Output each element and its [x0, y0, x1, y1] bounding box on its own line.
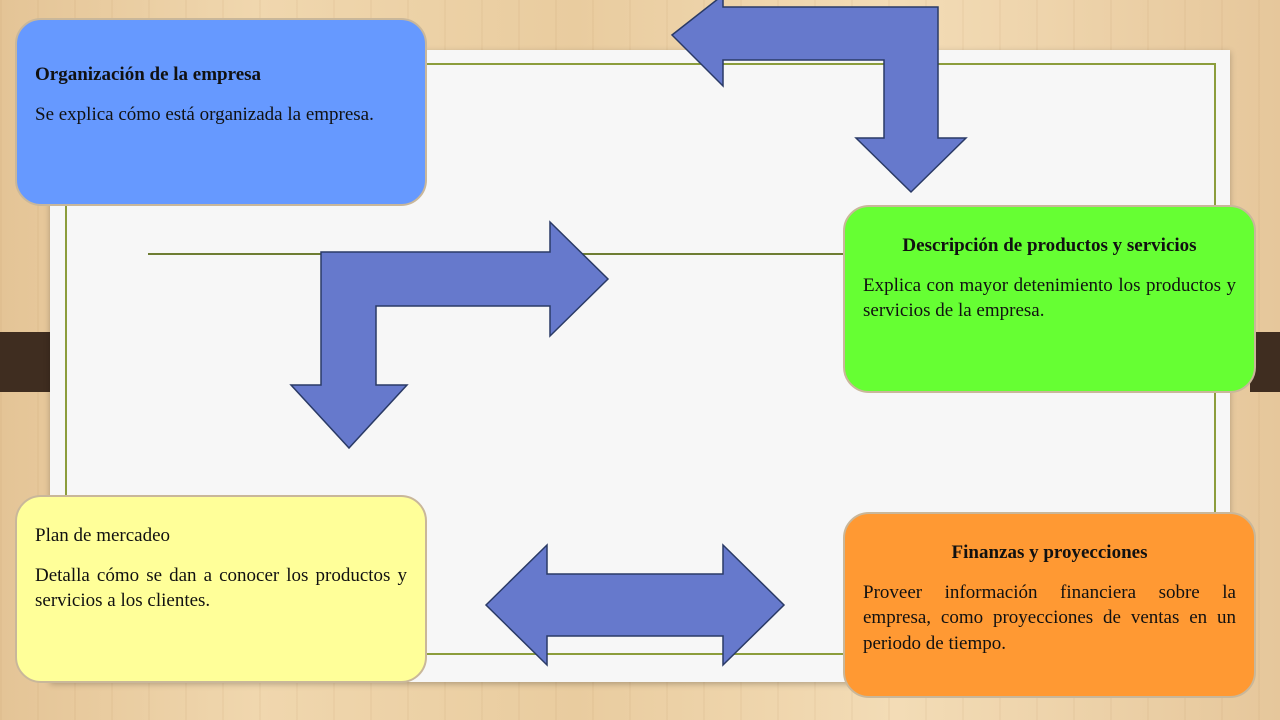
arrow-top-bent	[670, 0, 968, 194]
arrow-bottom-double	[484, 543, 786, 667]
box-plan-mercadeo: Plan de mercadeo Detalla cómo se dan a c…	[15, 495, 427, 683]
box-descripcion-text: Explica con mayor detenimiento los produ…	[863, 274, 1236, 322]
box-finanzas-title: Finanzas y proyecciones	[951, 542, 1148, 563]
box-finanzas-text: Proveer información financiera sobre la …	[863, 581, 1236, 654]
box-descripcion: Descripción de productos y servicios Exp…	[843, 205, 1256, 393]
box-plan-mercadeo-text: Detalla cómo se dan a conocer los produc…	[35, 564, 407, 612]
box-organizacion: Organización de la empresa Se explica có…	[15, 18, 427, 206]
box-organizacion-text: Se explica cómo está organizada la empre…	[35, 103, 374, 125]
box-plan-mercadeo-title: Plan de mercadeo	[35, 525, 171, 546]
box-finanzas: Finanzas y proyecciones Proveer informac…	[843, 512, 1256, 698]
box-organizacion-title: Organización de la empresa	[35, 64, 262, 85]
box-descripcion-title: Descripción de productos y servicios	[902, 235, 1197, 256]
arrow-middle-bent	[289, 220, 610, 450]
